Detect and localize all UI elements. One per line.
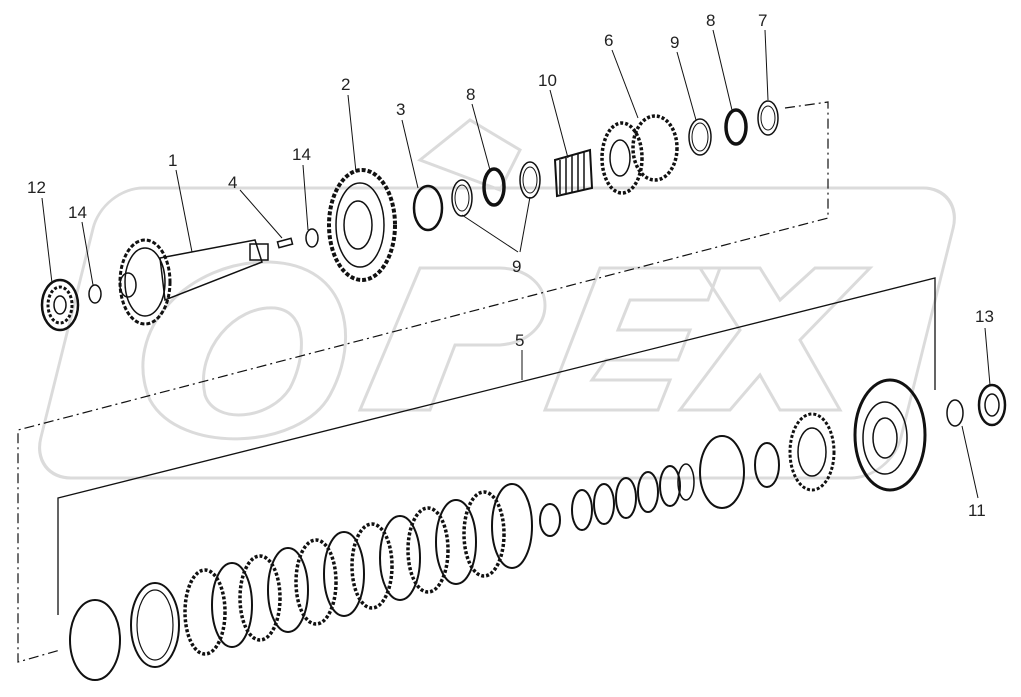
callout-2: 2: [341, 75, 350, 94]
washer-part-9a: [451, 179, 473, 217]
clutch-pack-part-5: [69, 378, 927, 681]
callout-11: 11: [968, 501, 986, 520]
watermark-logo: [38, 118, 956, 480]
leader-lines: [41, 29, 991, 499]
snap-ring-part-11: [946, 399, 964, 427]
assembly-bracket: [57, 277, 936, 615]
gear-part-2: [327, 168, 397, 282]
callout-10: 10: [538, 71, 557, 90]
callout-9b: 9: [670, 33, 679, 52]
snap-ring-part-14b: [305, 228, 319, 248]
callout-5: 5: [515, 331, 524, 350]
ring-part-8a: [482, 167, 506, 207]
snap-ring-part-3: [412, 184, 444, 232]
callout-labels: 12 14 1 4 14 2 3 8 10 6 9 8 7 9 5 13 11: [27, 11, 994, 520]
callout-8a: 8: [466, 85, 475, 104]
gear-shaft-part-1: [118, 238, 269, 326]
callout-9a: 9: [512, 257, 521, 276]
snap-ring-part-14a: [88, 284, 102, 304]
washer-part-7: [757, 100, 779, 136]
callout-14b: 14: [292, 145, 311, 164]
callout-4: 4: [228, 173, 237, 192]
callout-12: 12: [27, 178, 46, 197]
callout-13: 13: [975, 307, 994, 326]
dash-dot-connector: [17, 101, 829, 663]
callout-8b: 8: [706, 11, 715, 30]
ring-part-8b: [724, 108, 748, 146]
callout-14a: 14: [68, 203, 87, 222]
callout-7: 7: [758, 11, 767, 30]
bearing-part-13: [977, 383, 1007, 427]
gear-cluster-part-6: [600, 114, 679, 195]
bearing-part-12: [40, 278, 80, 332]
washer-part-9b: [519, 161, 541, 199]
callout-6: 6: [604, 31, 613, 50]
needle-bearing-part-10: [553, 148, 594, 198]
pin-part-4: [276, 237, 294, 249]
washer-part-9c: [688, 118, 712, 156]
callout-3: 3: [396, 100, 405, 119]
callout-1: 1: [168, 151, 177, 170]
